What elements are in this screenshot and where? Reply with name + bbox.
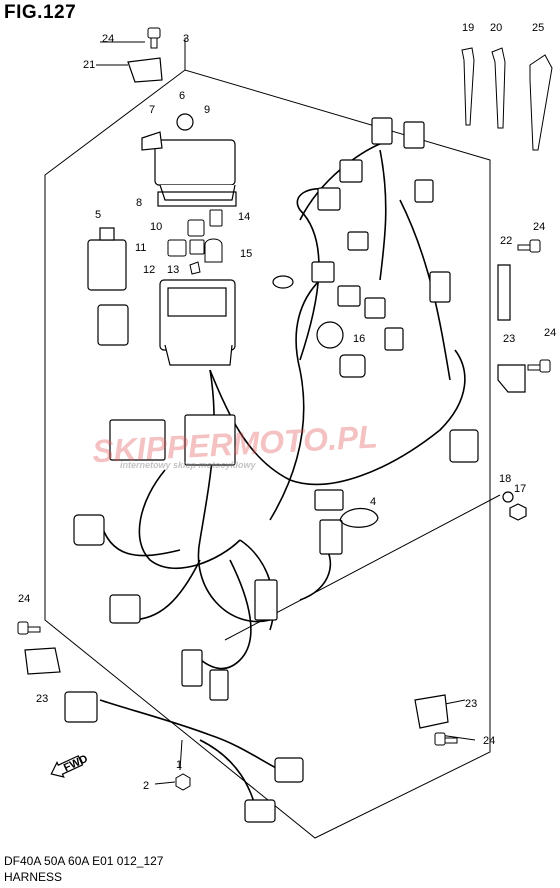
ring-terminal-4 xyxy=(339,507,379,528)
callout-11: 11 xyxy=(135,242,146,254)
gasket-8 xyxy=(157,191,237,207)
callout-7: 7 xyxy=(149,104,155,116)
bracket-23-mid xyxy=(497,364,526,393)
grommet xyxy=(339,354,366,378)
callout-25: 25 xyxy=(532,22,544,34)
callout-13: 13 xyxy=(167,264,179,276)
buzzer-16 xyxy=(316,321,344,349)
callout-23: 23 xyxy=(36,693,48,705)
model-code: DF40A 50A 60A E01 012_127 xyxy=(4,854,164,868)
cable-tie-25 xyxy=(529,54,553,151)
callout-4: 4 xyxy=(370,496,376,508)
main-trunk-wire xyxy=(209,349,466,486)
bolt-24-a xyxy=(529,239,541,253)
bracket-23-left xyxy=(24,647,61,675)
callout-24: 24 xyxy=(483,735,495,747)
fwd-label: FWD xyxy=(62,753,90,774)
callout-10: 10 xyxy=(150,221,162,233)
relay-5 xyxy=(87,239,127,291)
callout-12: 12 xyxy=(143,264,155,276)
callout-20: 20 xyxy=(490,22,502,34)
figure-title: FIG.127 xyxy=(4,2,77,23)
fuse-13 xyxy=(189,261,201,275)
washer-18 xyxy=(502,491,514,503)
callout-8: 8 xyxy=(136,197,142,209)
callout-9: 9 xyxy=(204,104,210,116)
callout-18: 18 xyxy=(499,473,511,485)
callout-24: 24 xyxy=(533,221,545,233)
nut-17 xyxy=(509,503,527,521)
cable-tie-19 xyxy=(461,47,475,126)
callout-3: 3 xyxy=(183,33,189,45)
callout-6: 6 xyxy=(179,90,185,102)
bracket-23-bot xyxy=(414,694,449,729)
bracket-21 xyxy=(127,57,163,83)
callout-2: 2 xyxy=(143,780,149,792)
relay-11 xyxy=(167,239,187,257)
watermark-subtitle: internetowy sklep motocyklowy xyxy=(120,460,257,470)
collar-6 xyxy=(176,113,194,131)
callout-14: 14 xyxy=(238,211,250,223)
clip-7 xyxy=(141,131,163,151)
callout-19: 19 xyxy=(462,22,474,34)
callout-23: 23 xyxy=(503,333,515,345)
callout-24: 24 xyxy=(544,327,556,339)
connector-plug-right xyxy=(274,757,304,783)
connector-plug-bottom xyxy=(244,799,276,823)
nut-2 xyxy=(175,773,191,791)
fwd-arrow-badge: FWD xyxy=(50,753,90,778)
callout-16: 16 xyxy=(353,333,365,345)
callout-1: 1 xyxy=(176,759,182,771)
callout-15: 15 xyxy=(240,248,252,260)
fuse-box-9 xyxy=(154,139,236,186)
callout-24: 24 xyxy=(18,593,30,605)
bracket-22 xyxy=(497,264,511,321)
relay-10 xyxy=(187,219,205,237)
bolt-24-b xyxy=(539,359,551,373)
connector-block xyxy=(97,304,129,346)
fuse-14 xyxy=(209,209,223,227)
bulb-15 xyxy=(204,238,223,263)
callout-24: 24 xyxy=(102,33,114,45)
bolt-24-c xyxy=(17,621,29,635)
assembly-name: HARNESS xyxy=(4,870,63,884)
callout-21: 21 xyxy=(83,59,95,71)
callout-17: 17 xyxy=(514,483,526,495)
bolt-24-top xyxy=(147,27,161,39)
bolt-24-d xyxy=(434,732,446,746)
callout-23: 23 xyxy=(465,698,477,710)
callout-22: 22 xyxy=(500,235,512,247)
callout-5: 5 xyxy=(95,209,101,221)
connector-plug-left xyxy=(64,691,98,723)
cable-tie-20 xyxy=(491,47,506,129)
